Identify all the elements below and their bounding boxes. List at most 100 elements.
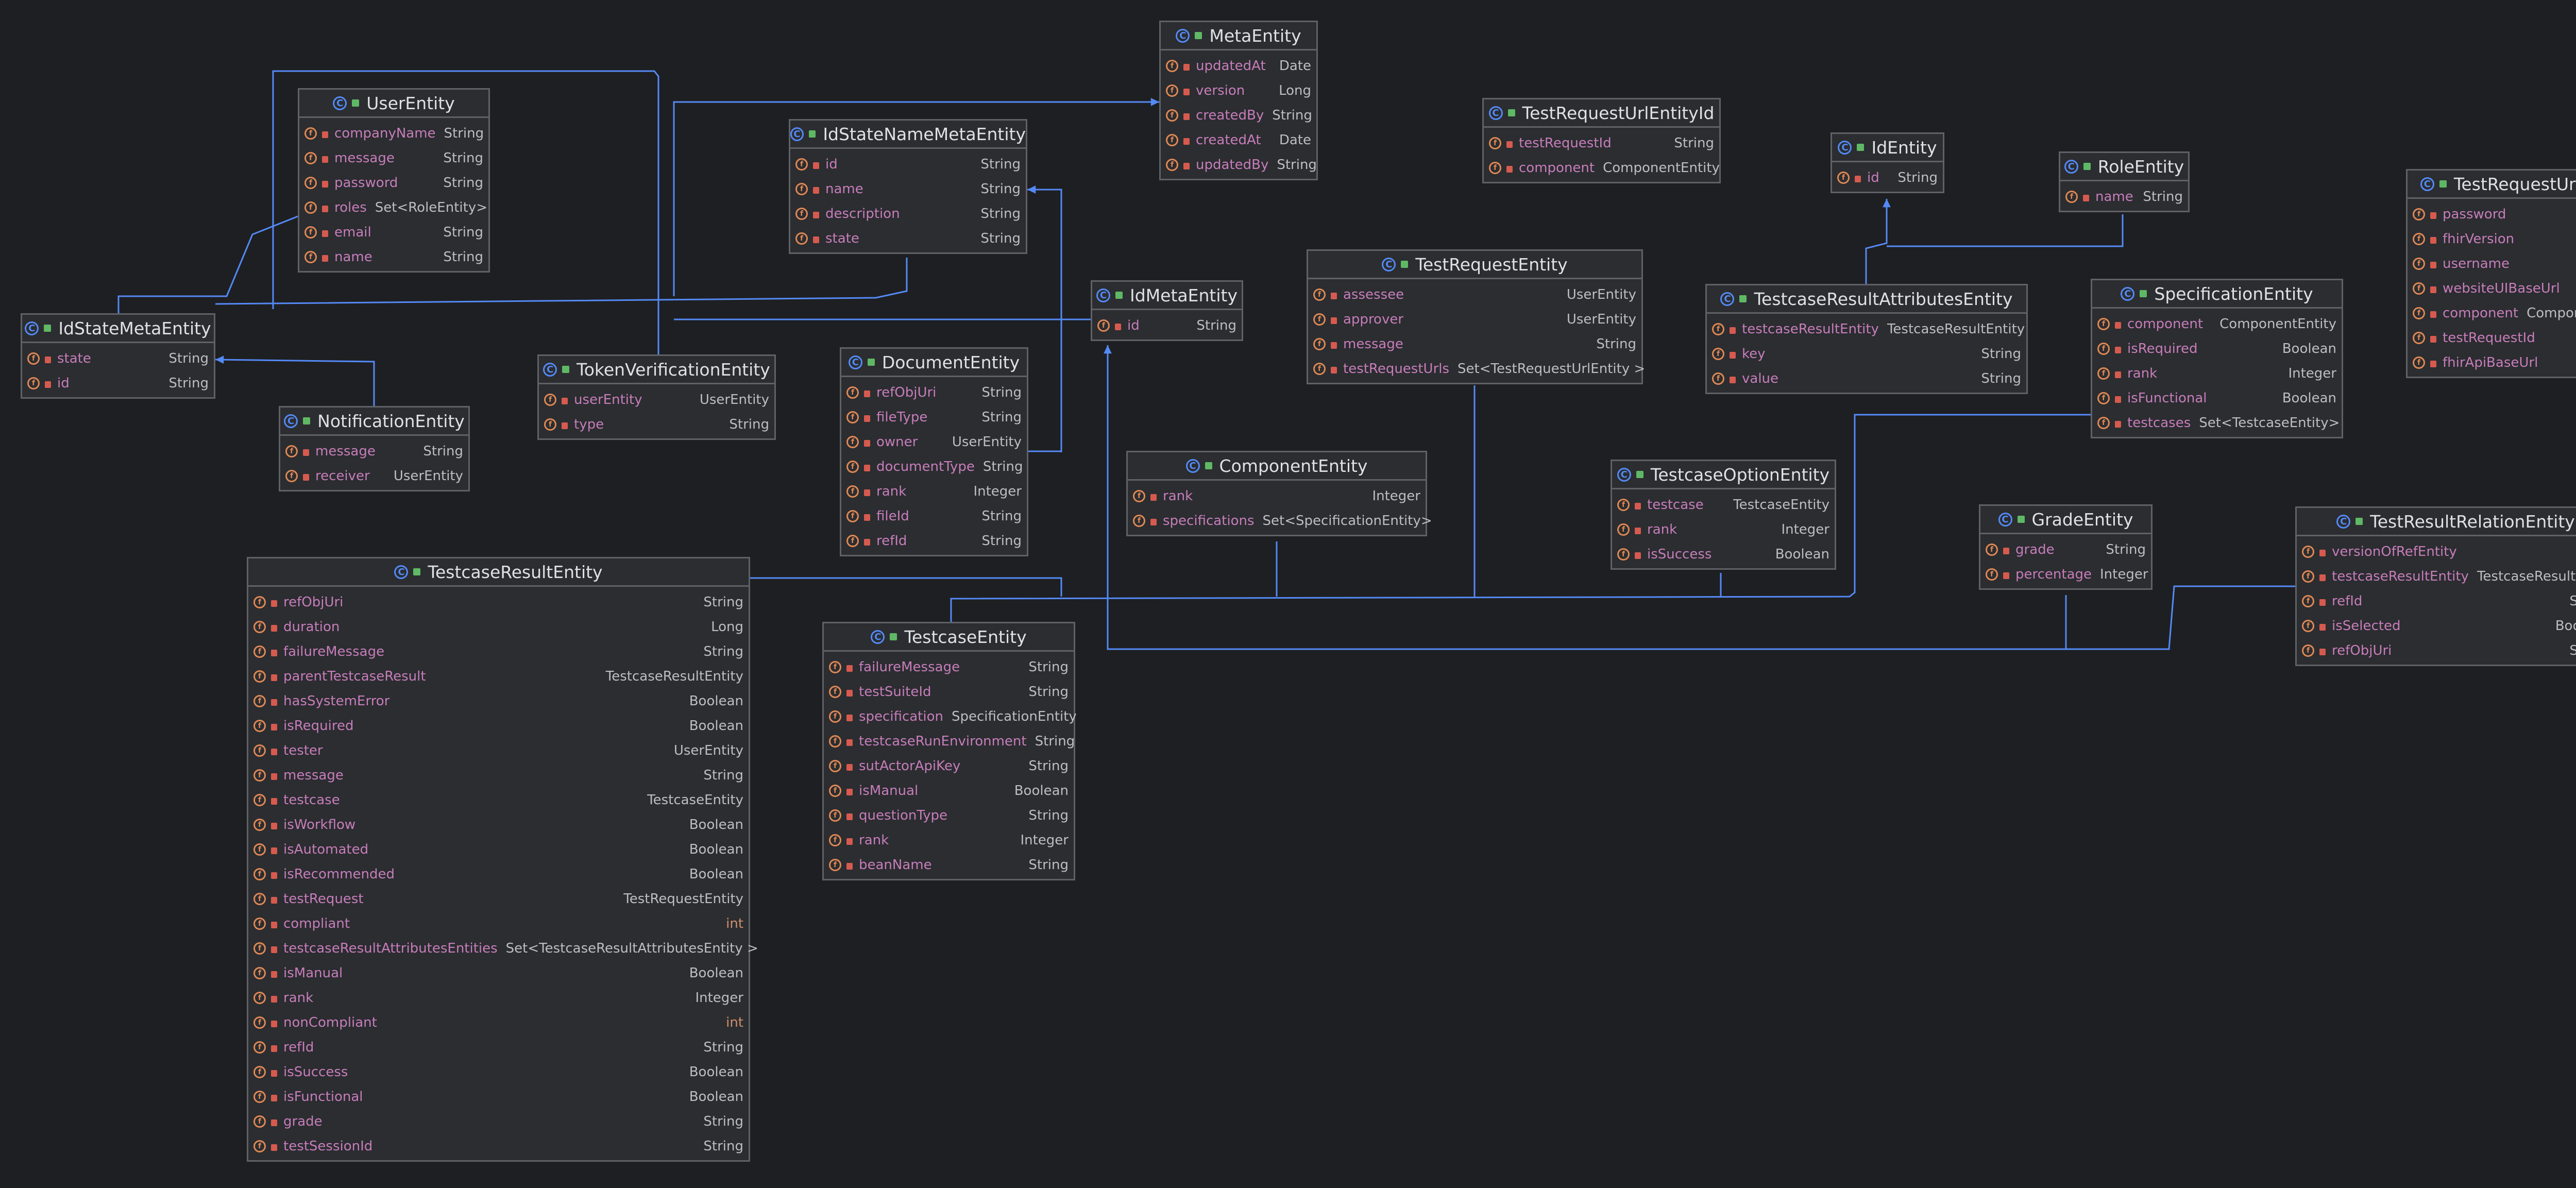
field-row[interactable]: ffhirApiBaseUrlString [2408,350,2576,375]
field-row[interactable]: fversionOfRefEntityLong [2297,539,2576,564]
field-row[interactable]: ftestcaseResultEntityTestcaseResultEntit… [2297,564,2576,589]
field-row[interactable]: fisSelectedBoolean [2297,614,2576,638]
